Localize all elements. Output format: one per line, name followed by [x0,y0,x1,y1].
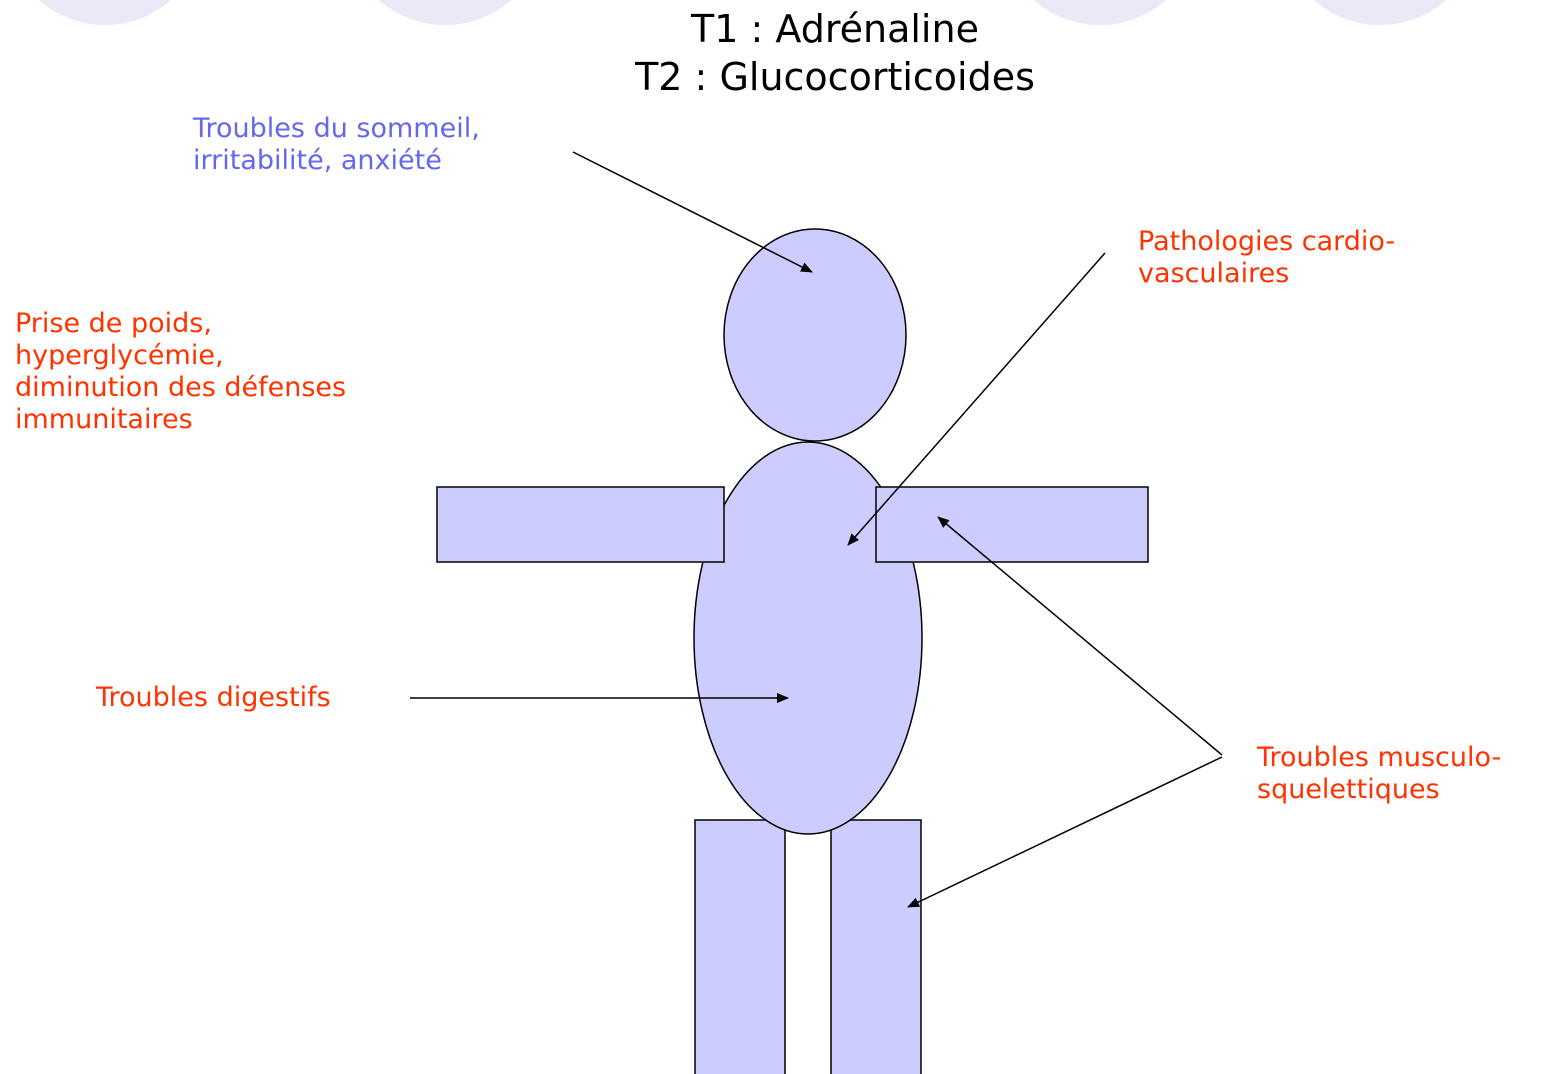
label-weight-gain: Prise de poids, hyperglycémie, diminutio… [15,308,346,436]
head [724,229,906,441]
left-arm [437,487,724,562]
label-digestive: Troubles digestifs [96,682,331,714]
label-cardio-line-2: vasculaires [1138,258,1395,290]
label-musculo-line-2: squelettiques [1257,774,1501,806]
label-digestive-line-1: Troubles digestifs [96,682,331,714]
label-musculoskeletal: Troubles musculo- squelettiques [1257,742,1501,806]
label-sleep-line-2: irritabilité, anxiété [193,145,480,177]
label-weight-line-2: hyperglycémie, [15,340,346,372]
right-arm [876,487,1148,562]
label-cardio-line-1: Pathologies cardio- [1138,226,1395,258]
arrow-to-head [573,152,812,272]
label-musculo-line-1: Troubles musculo- [1257,742,1501,774]
label-weight-line-4: immunitaires [15,404,346,436]
label-sleep-line-1: Troubles du sommeil, [193,113,480,145]
label-weight-line-1: Prise de poids, [15,308,346,340]
left-leg [695,820,785,1074]
label-cardiovascular: Pathologies cardio- vasculaires [1138,226,1395,290]
label-sleep-troubles: Troubles du sommeil, irritabilité, anxié… [193,113,480,177]
right-leg [831,820,921,1074]
arrow-to-right-leg [908,757,1222,907]
label-weight-line-3: diminution des défenses [15,372,346,404]
